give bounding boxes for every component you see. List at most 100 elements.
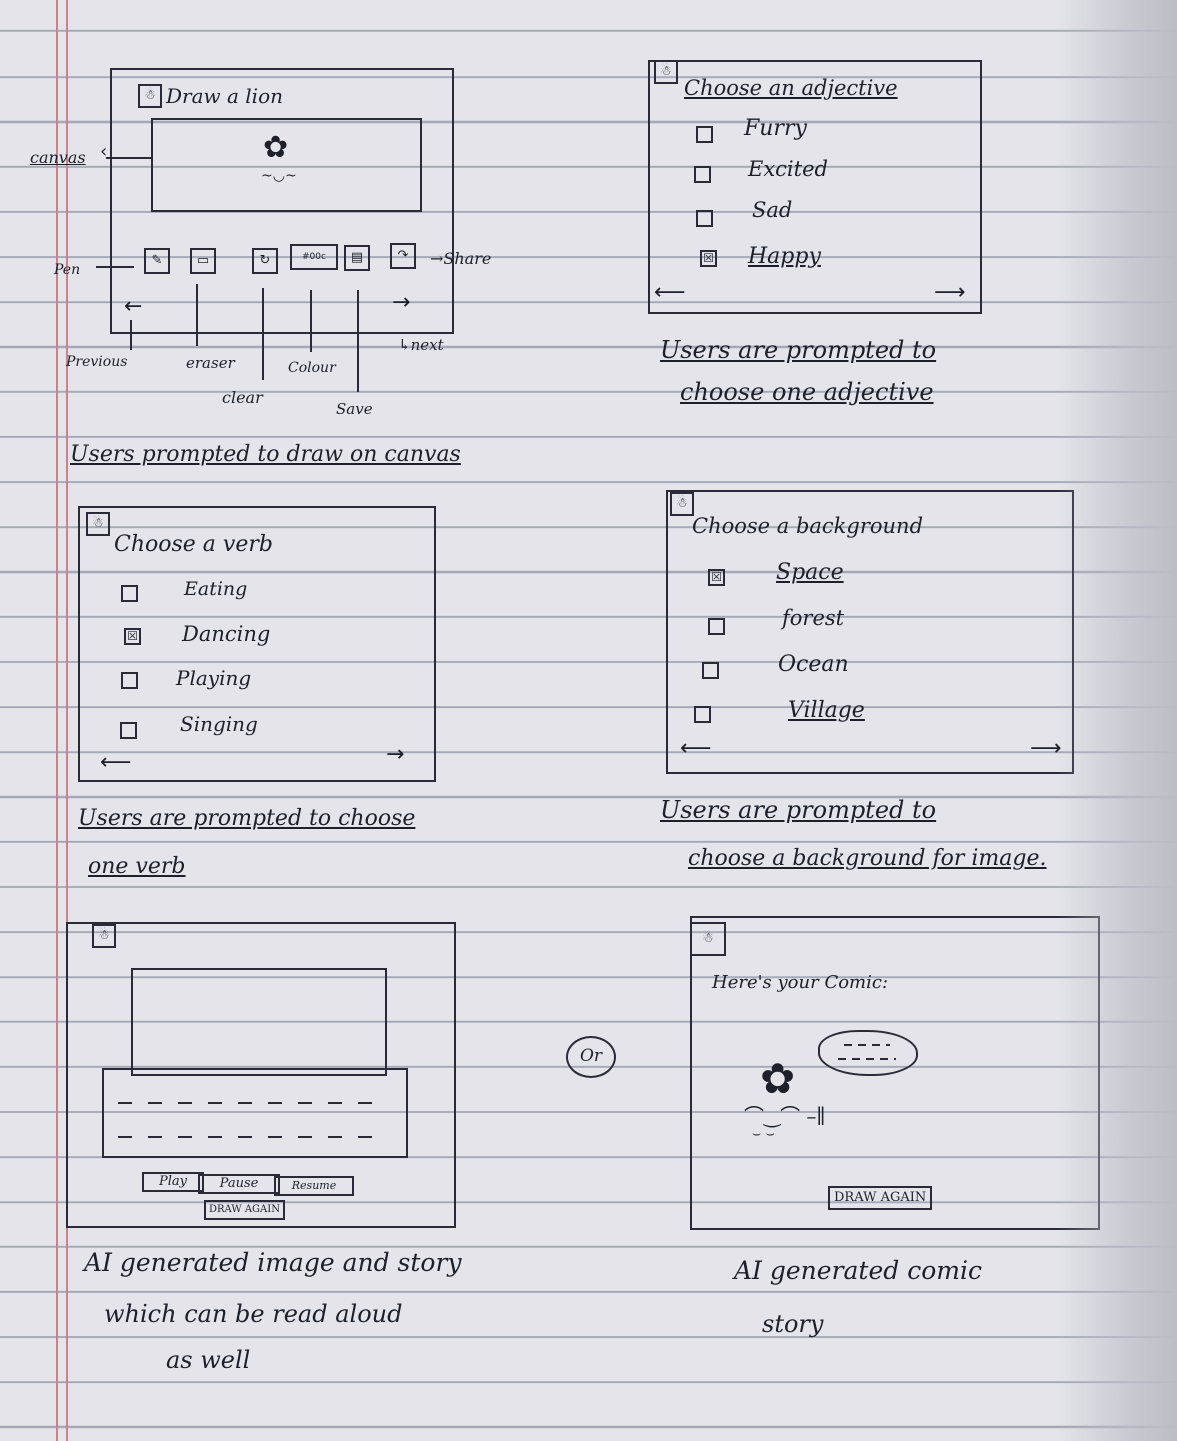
background-option-ocean: Ocean <box>778 652 849 677</box>
lion-doodle-body: ~◡~ <box>261 168 297 184</box>
background-checkbox-ocean[interactable] <box>702 662 719 679</box>
colour-code-label: #00c <box>302 252 326 262</box>
background-checkbox-village[interactable] <box>694 706 711 723</box>
generated-image-box <box>131 968 387 1076</box>
background-next-arrow[interactable]: ⟶ <box>1030 736 1062 761</box>
clear-pointer <box>262 288 264 380</box>
adjective-back-arrow[interactable]: ⟵ <box>654 280 686 305</box>
save-tool-button[interactable]: ▤ <box>344 245 370 271</box>
verb-option-eating: Eating <box>184 578 248 600</box>
story-text-box <box>102 1068 408 1158</box>
app-icon: ☃ <box>138 84 162 108</box>
adjective-checkbox-sad[interactable] <box>696 210 713 227</box>
story-line <box>118 1102 378 1104</box>
next-annotation: ↳next <box>398 336 444 354</box>
comic-lion-doodle: ✿ <box>760 1054 796 1103</box>
colour-annotation: Colour <box>288 360 336 376</box>
adjective-screen-frame <box>648 60 982 314</box>
verb-back-arrow[interactable]: ⟵ <box>100 750 132 775</box>
previous-pointer <box>130 320 132 350</box>
clear-annotation: clear <box>222 388 263 407</box>
sketch4-caption-line1: Users are prompted to <box>660 796 937 824</box>
sketch3-caption-line2: one verb <box>88 854 186 879</box>
adjective-checkbox-furry[interactable] <box>696 126 713 143</box>
draw-again-button[interactable]: DRAW AGAIN <box>204 1200 285 1220</box>
bubble-line <box>844 1044 890 1046</box>
save-pointer <box>357 290 359 392</box>
background-back-arrow[interactable]: ⟵ <box>680 736 712 761</box>
verb-option-singing: Singing <box>180 712 258 736</box>
pen-pointer <box>96 266 134 268</box>
adjective-option-sad: Sad <box>752 198 793 222</box>
canvas-annotation: canvas <box>30 148 86 167</box>
adjective-checkbox-happy[interactable]: ☒ <box>700 250 717 267</box>
adjective-option-excited: Excited <box>748 157 828 181</box>
drawing-canvas[interactable]: ✿ ~◡~ <box>151 118 422 212</box>
play-button[interactable]: Play <box>142 1172 204 1192</box>
comic-speech-bubble <box>818 1030 918 1076</box>
verb-checkbox-eating[interactable] <box>121 585 138 602</box>
lion-doodle: ✿ <box>263 130 289 165</box>
sketch3-caption-line1: Users are prompted to choose <box>78 806 416 831</box>
story-screen-frame <box>66 922 456 1228</box>
verb-checkbox-dancing[interactable]: ☒ <box>124 628 141 645</box>
adjective-option-happy: Happy <box>748 244 821 269</box>
sketch2-caption-line2: choose one adjective <box>680 378 934 406</box>
sketch4-caption-line2: choose a background for image. <box>688 846 1047 871</box>
sketch1-caption: Users prompted to draw on canvas <box>70 442 461 467</box>
background-option-village: Village <box>788 698 865 723</box>
comic-heading: Here's your Comic: <box>712 972 889 993</box>
sketch2-caption-line1: Users are prompted to <box>660 336 937 364</box>
adjective-option-furry: Furry <box>744 116 807 141</box>
background-option-forest: forest <box>782 606 845 630</box>
draw-screen-frame <box>110 68 454 334</box>
sketch5-caption-line2: which can be read aloud <box>104 1300 403 1328</box>
next-annotation-text: next <box>410 336 444 354</box>
pause-button[interactable]: Pause <box>198 1174 280 1194</box>
verb-option-dancing: Dancing <box>182 622 271 646</box>
verb-screen-frame <box>78 506 436 782</box>
app-icon: ☃ <box>654 60 678 84</box>
adjective-prompt-title: Choose an adjective <box>684 76 898 100</box>
background-option-space: Space <box>776 560 844 585</box>
save-annotation: Save <box>336 400 373 418</box>
sketch5-caption-line1: AI generated image and story <box>84 1248 462 1277</box>
comic-lion-body: ⌒‿⌒ –∥ <box>744 1104 826 1128</box>
eraser-tool-button[interactable]: ▭ <box>190 248 216 274</box>
clear-tool-button[interactable]: ↻ <box>252 248 278 274</box>
bubble-line <box>838 1058 896 1060</box>
comic-lion-feet: ⌣ ⌣ <box>752 1126 775 1142</box>
pen-annotation: Pen <box>54 262 81 278</box>
verb-checkbox-playing[interactable] <box>121 672 138 689</box>
previous-arrow[interactable]: ← <box>124 294 143 319</box>
eraser-pointer <box>196 284 198 346</box>
colour-pointer <box>310 290 312 352</box>
or-badge: Or <box>566 1036 616 1078</box>
draw-again-button[interactable]: DRAW AGAIN <box>828 1186 933 1210</box>
canvas-pointer <box>106 157 152 159</box>
app-icon: ☃ <box>92 924 116 948</box>
story-line <box>118 1136 378 1138</box>
verb-option-playing: Playing <box>176 666 252 690</box>
app-icon: ☃ <box>86 512 110 536</box>
verb-checkbox-singing[interactable] <box>120 722 137 739</box>
or-label: Or <box>579 1046 603 1066</box>
canvas-pointer-head: ‹ <box>100 141 108 162</box>
background-prompt-title: Choose a background <box>692 514 924 538</box>
resume-button[interactable]: Resume <box>274 1176 354 1196</box>
pen-tool-button[interactable]: ✎ <box>144 248 170 274</box>
share-annotation: →Share <box>430 249 492 268</box>
draw-prompt-title: Draw a lion <box>166 84 283 108</box>
background-checkbox-space[interactable]: ☒ <box>708 569 725 586</box>
adjective-next-arrow[interactable]: ⟶ <box>934 280 966 305</box>
verb-next-arrow[interactable]: → <box>386 742 405 767</box>
adjective-checkbox-excited[interactable] <box>694 166 711 183</box>
share-tool-button[interactable]: ↷ <box>390 243 416 269</box>
next-arrow[interactable]: → <box>392 290 411 315</box>
margin-line-right <box>66 0 68 1441</box>
share-annotation-text: Share <box>443 249 492 268</box>
previous-annotation: Previous <box>66 354 128 370</box>
colour-tool-button[interactable]: #00c <box>290 244 338 270</box>
background-checkbox-forest[interactable] <box>708 618 725 635</box>
